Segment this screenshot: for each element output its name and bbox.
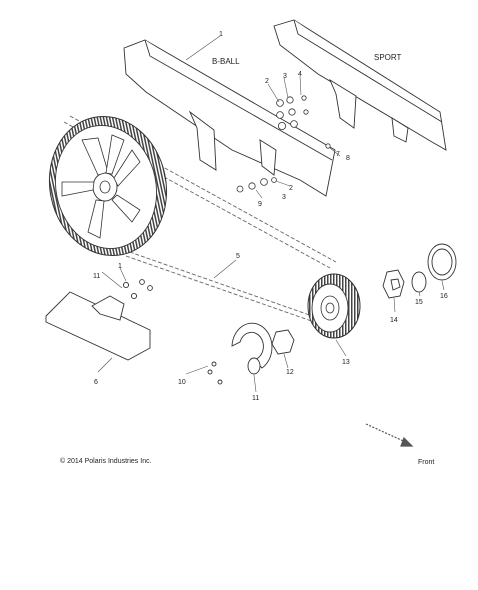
copyright-text: © 2014 Polaris Industries Inc. [60,457,152,465]
callout-13: 13 [342,359,350,366]
callout-11: 11 [93,273,100,280]
callout-4: 4 [298,71,302,78]
callout-1b: 1 [118,263,122,270]
callout-8: 8 [346,155,350,162]
callout-15: 15 [415,299,423,306]
label-sport: SPORT [374,53,402,62]
callout-12: 12 [286,369,294,376]
belt-guard-sport [273,19,447,151]
callout-9: 9 [258,201,262,208]
belt-guard-b-ball [123,39,336,197]
callout-10: 10 [178,379,186,386]
leader-lines [97,35,445,393]
callout-2: 2 [265,78,269,85]
callout-11b: 11 [252,395,259,402]
callout-5: 5 [236,253,240,260]
callout-3: 3 [283,73,287,80]
lower-bracket [45,279,153,361]
callout-1: 1 [219,31,223,38]
front-arrow [365,423,414,447]
callout-7: 7 [336,151,340,158]
label-front: Front [418,459,434,466]
drive-parts-right [382,243,457,299]
guard-fasteners [236,95,331,193]
callout-6: 6 [94,379,98,386]
callout-16: 16 [440,293,448,300]
label-b-ball: B-BALL [212,57,240,66]
rear-wheel-pulley [48,115,168,257]
callout-3b: 3 [282,194,286,201]
callout-14: 14 [390,317,398,324]
callout-numbers: 1 1 2 2 3 3 4 5 6 7 8 9 10 11 11 12 13 1… [93,31,448,402]
drive-pulley [307,273,361,339]
callout-2b: 2 [289,185,293,192]
lower-parts [207,322,295,385]
